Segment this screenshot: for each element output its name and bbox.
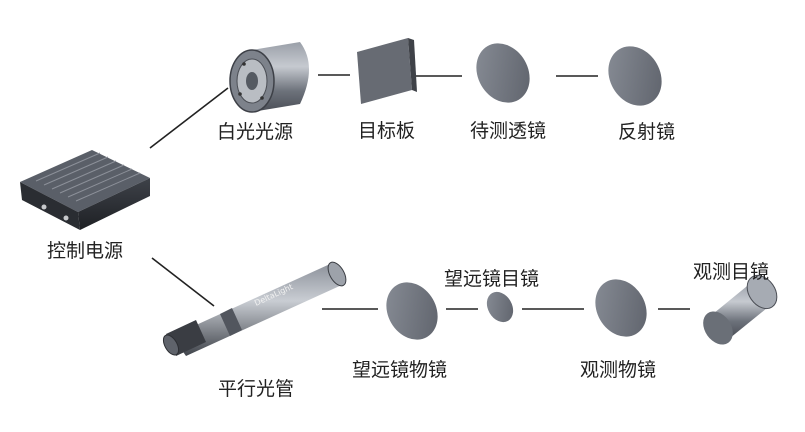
observation-eyepiece-cylinder (703, 274, 778, 345)
observation-objective-disc (595, 279, 647, 337)
label-telescope-eyepiece: 望远镜目镜 (444, 268, 540, 290)
lens-under-test-disc (476, 43, 530, 103)
telescope-eyepiece-disc (486, 291, 514, 323)
label-collimator: 平行光管 (218, 378, 295, 400)
line-power-to-collimator (151, 257, 215, 307)
target-plate (357, 38, 417, 104)
label-target-plate: 目标板 (358, 120, 416, 142)
line-power-to-white-light (149, 87, 229, 149)
control-power-supply-box (20, 150, 150, 230)
label-telescope-objective: 望远镜物镜 (352, 359, 448, 381)
connection-lines (149, 74, 690, 310)
label-white-light-source: 白光光源 (217, 121, 294, 143)
label-lens-under-test: 待测透镜 (470, 120, 547, 142)
telescope-objective-disc (386, 282, 438, 340)
label-mirror: 反射镜 (618, 121, 676, 143)
collimator-tube: DeltaLight (162, 261, 347, 356)
white-light-source (229, 42, 309, 113)
mirror-disc (608, 46, 662, 106)
label-observation-objective: 观测物镜 (580, 359, 657, 381)
label-control-power-supply: 控制电源 (47, 240, 124, 262)
label-observation-eyepiece: 观测目镜 (693, 261, 770, 283)
